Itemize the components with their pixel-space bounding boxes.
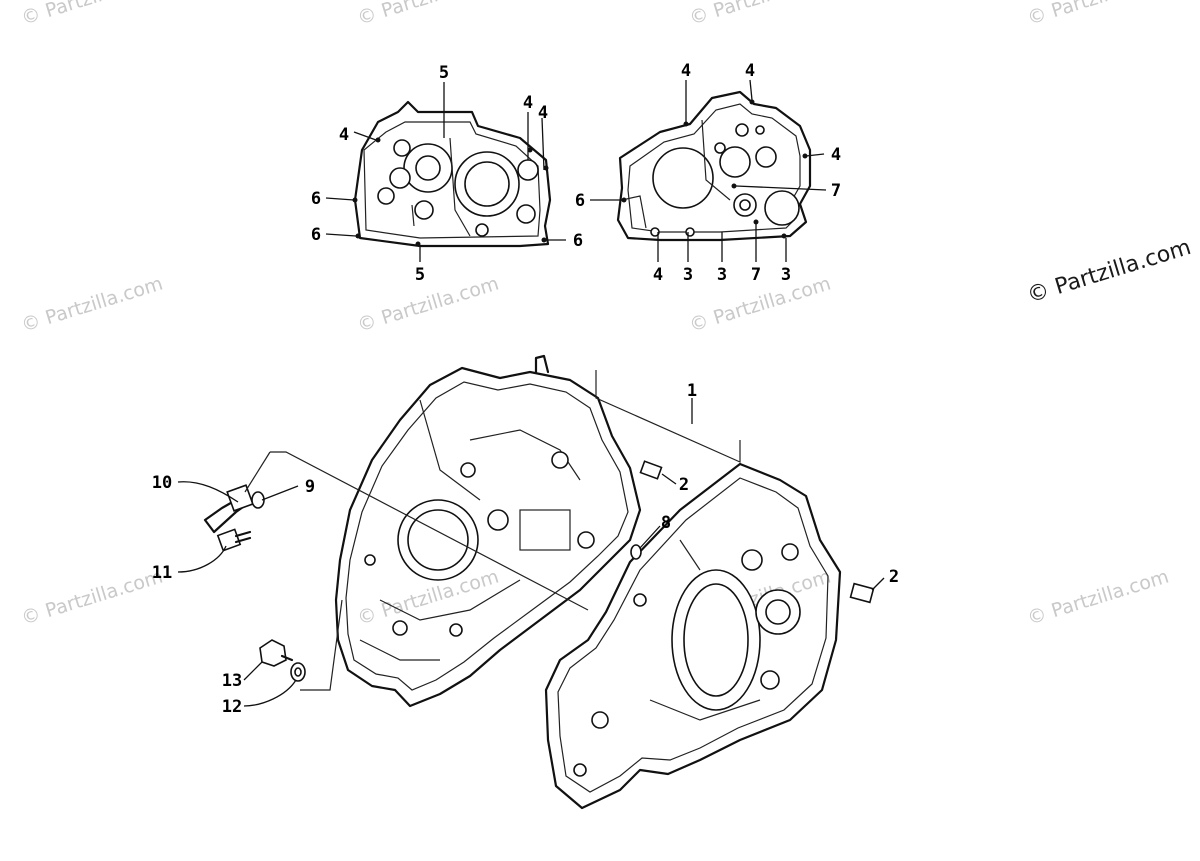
callout-4: 4 — [831, 145, 841, 165]
callout-2: 2 — [889, 567, 899, 587]
callout-3: 3 — [781, 265, 791, 285]
leader-lines — [177, 79, 885, 707]
gasket-right — [616, 90, 812, 242]
callout-10: 10 — [152, 473, 172, 493]
dowel-pin-right — [849, 582, 875, 604]
callout-8: 8 — [661, 513, 671, 533]
callout-6: 6 — [573, 231, 583, 251]
gasket-left — [352, 100, 552, 248]
callout-labels: 5 4 4 4 6 6 6 5 4 4 4 6 7 4 3 3 7 3 1 2 … — [152, 61, 899, 717]
callout-4: 4 — [681, 61, 691, 81]
breather-fitting — [203, 484, 254, 534]
callout-1: 1 — [687, 381, 697, 401]
callout-5: 5 — [415, 265, 425, 285]
callout-6: 6 — [311, 189, 321, 209]
callout-13: 13 — [222, 671, 242, 691]
callout-3: 3 — [683, 265, 693, 285]
bracket-line — [244, 451, 271, 493]
callout-5: 5 — [439, 63, 449, 83]
callout-4: 4 — [339, 125, 349, 145]
callout-4: 4 — [538, 103, 548, 123]
bracket-line — [300, 599, 343, 691]
bracket-line — [595, 370, 741, 463]
washer-12 — [290, 662, 306, 682]
callout-7: 7 — [751, 265, 761, 285]
callout-2: 2 — [679, 475, 689, 495]
crankcase-left-half — [334, 354, 642, 708]
bracket-line — [270, 451, 589, 611]
callout-7: 7 — [831, 181, 841, 201]
bolt-11 — [216, 528, 252, 552]
o-ring — [630, 544, 642, 560]
callout-6: 6 — [575, 191, 585, 211]
callout-9: 9 — [305, 477, 315, 497]
callout-11: 11 — [152, 563, 172, 583]
callout-6: 6 — [311, 225, 321, 245]
callout-4: 4 — [745, 61, 755, 81]
dowel-pin-upper — [639, 460, 663, 480]
drain-plug — [259, 639, 294, 667]
crankcase-right-half — [544, 462, 842, 810]
callout-4: 4 — [653, 265, 663, 285]
callout-12: 12 — [222, 697, 242, 717]
callout-3: 3 — [717, 265, 727, 285]
washer-9 — [251, 491, 265, 509]
callout-4: 4 — [523, 93, 533, 113]
